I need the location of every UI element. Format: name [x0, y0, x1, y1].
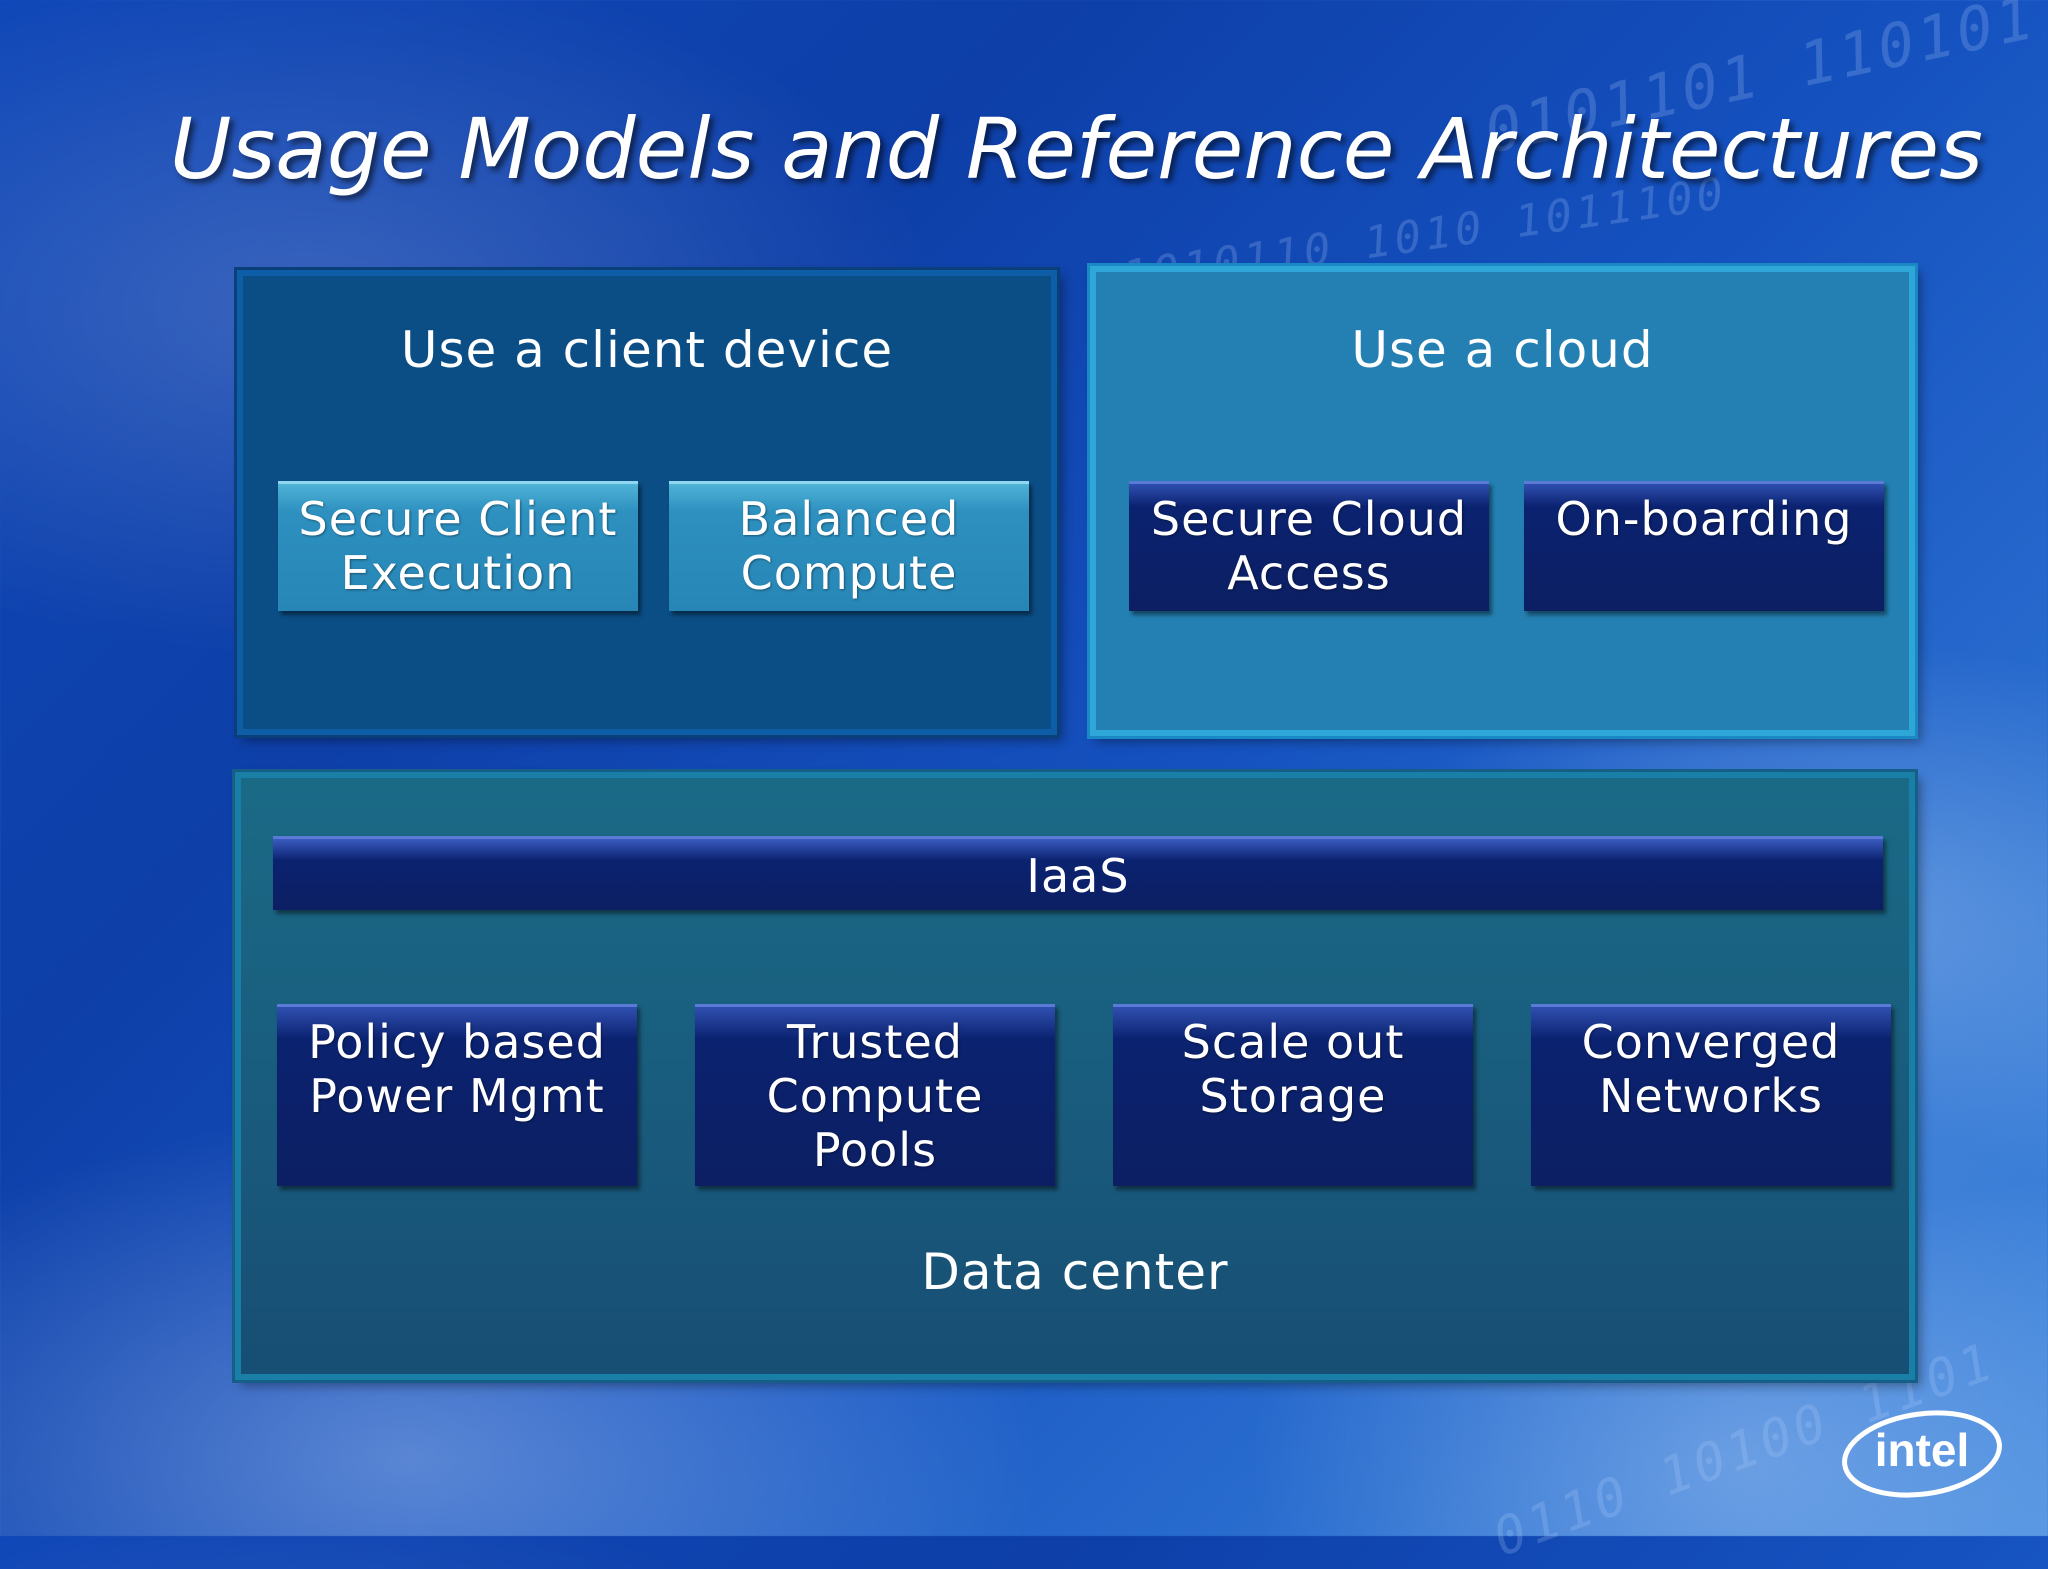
cloud-label: Use a cloud — [1351, 321, 1654, 379]
intel-logo: intel — [1842, 1410, 2002, 1498]
scale-out-storage-box: Scale out Storage — [1113, 1004, 1473, 1186]
secure-client-execution-box: Secure Client Execution — [278, 481, 638, 611]
slide-title: Usage Models and Reference Architectures — [170, 100, 1983, 198]
secure-cloud-access-box: Secure Cloud Access — [1129, 481, 1489, 611]
iaas-bar: IaaS — [273, 836, 1883, 910]
data-center-label: Data center — [921, 1243, 1229, 1301]
client-device-label: Use a client device — [400, 321, 894, 379]
trusted-compute-pools-box: Trusted Compute Pools — [695, 1004, 1055, 1186]
cloud-panel: Use a cloud Secure Cloud Access On-board… — [1090, 266, 1915, 736]
intel-logo-text: intel — [1875, 1424, 1970, 1476]
converged-networks-box: Converged Networks — [1531, 1004, 1891, 1186]
client-device-panel: Use a client device Secure Client Execut… — [237, 270, 1057, 735]
background-binary-digits: 1010101101 — [2030, 106, 2048, 576]
policy-power-mgmt-box: Policy based Power Mgmt — [277, 1004, 637, 1186]
balanced-compute-box: Balanced Compute — [669, 481, 1029, 611]
on-boarding-box: On-boarding — [1524, 481, 1884, 611]
